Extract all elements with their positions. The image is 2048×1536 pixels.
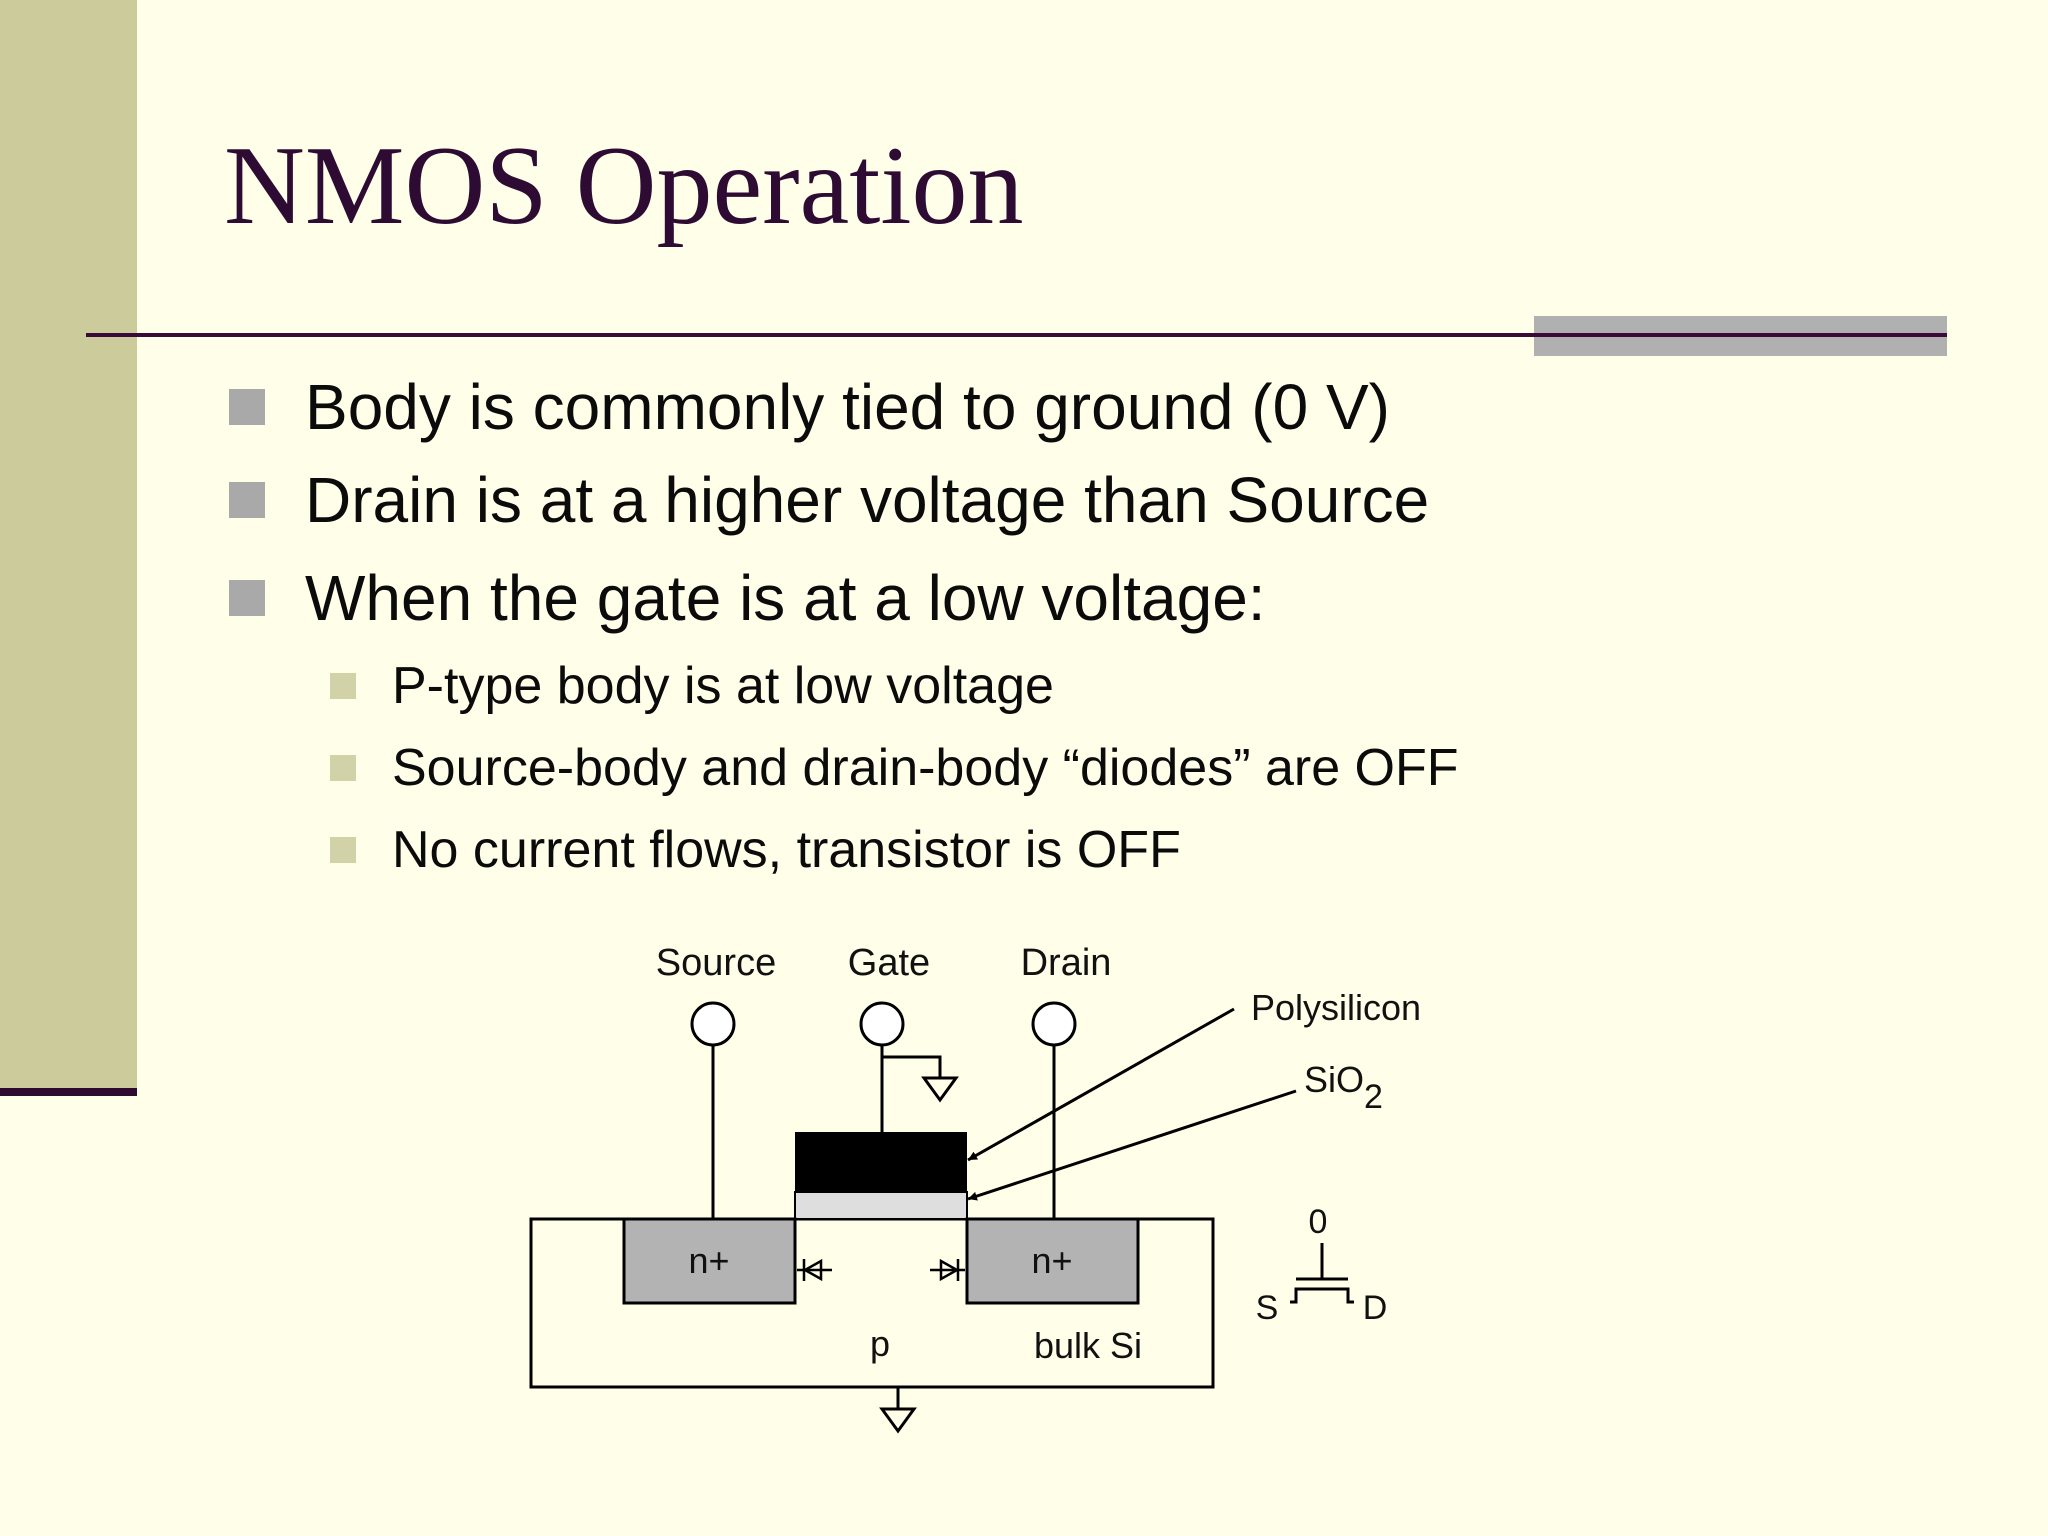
gate-ground-icon (882, 1055, 959, 1103)
sub-bullet-text: P-type body is at low voltage (392, 657, 1054, 715)
polysilicon-callout-arrow (967, 1007, 1235, 1162)
bullet-text: Body is commonly tied to ground (0 V) (305, 371, 1390, 443)
drain-body-diode-icon (930, 1258, 965, 1282)
slide-title: NMOS Operation (224, 124, 1024, 248)
gate-terminal-label: Gate (848, 942, 930, 984)
polysilicon-gate (795, 1132, 967, 1192)
sub-bullet-text: No current flows, transistor is OFF (392, 821, 1181, 879)
drain-region-label: n+ (1031, 1240, 1072, 1281)
bullet-item: Drain is at a higher voltage than Source (229, 468, 1429, 532)
polysilicon-callout-label: Polysilicon (1251, 987, 1421, 1028)
sub-bullet-item: P-type body is at low voltage (330, 660, 1054, 712)
sio2-layer (794, 1191, 968, 1220)
source-region-label: n+ (688, 1240, 729, 1281)
nmos-symbol-icon (1290, 1243, 1354, 1304)
sub-bullet-item: Source-body and drain-body “diodes” are … (330, 742, 1459, 794)
symbol-drain-label: D (1363, 1289, 1388, 1327)
bulk-si-label: bulk Si (1034, 1325, 1142, 1366)
side-accent-bar (0, 0, 137, 1090)
bullet-text: When the gate is at a low voltage: (305, 562, 1266, 634)
source-n-plus-region (622, 1217, 797, 1305)
source-terminal-label: Source (656, 942, 776, 984)
sub-bullet-square-icon (330, 755, 356, 781)
sio2-callout-label: SiO2 (1304, 1059, 1383, 1116)
symbol-gate-value-label: 0 (1309, 1203, 1328, 1241)
sub-bullet-item: No current flows, transistor is OFF (330, 824, 1181, 876)
source-body-diode-icon (797, 1258, 832, 1282)
drain-terminal-label: Drain (1021, 942, 1112, 984)
sio2-callout-arrow (967, 1089, 1297, 1201)
symbol-source-label: S (1256, 1289, 1279, 1327)
bullet-square-icon (229, 389, 265, 425)
gate-terminal (859, 1001, 905, 1132)
drain-terminal (1031, 1001, 1077, 1219)
sub-bullet-text: Source-body and drain-body “diodes” are … (392, 739, 1459, 797)
title-rule (86, 333, 1947, 337)
bullet-item: Body is commonly tied to ground (0 V) (229, 375, 1390, 439)
sio2-callout-subscript: 2 (1364, 1078, 1383, 1116)
sub-bullet-square-icon (330, 673, 356, 699)
body-ground-icon (879, 1387, 917, 1434)
side-accent-rule (0, 1088, 137, 1096)
source-terminal (690, 1001, 736, 1219)
bullet-square-icon (229, 482, 265, 518)
bullet-square-icon (229, 580, 265, 616)
bullet-text: Drain is at a higher voltage than Source (305, 464, 1430, 536)
drain-n-plus-region (965, 1217, 1140, 1305)
body-type-label: p (870, 1323, 890, 1364)
bullet-item: When the gate is at a low voltage: (229, 566, 1266, 630)
sub-bullet-square-icon (330, 837, 356, 863)
sio2-callout-main: SiO (1304, 1059, 1364, 1100)
